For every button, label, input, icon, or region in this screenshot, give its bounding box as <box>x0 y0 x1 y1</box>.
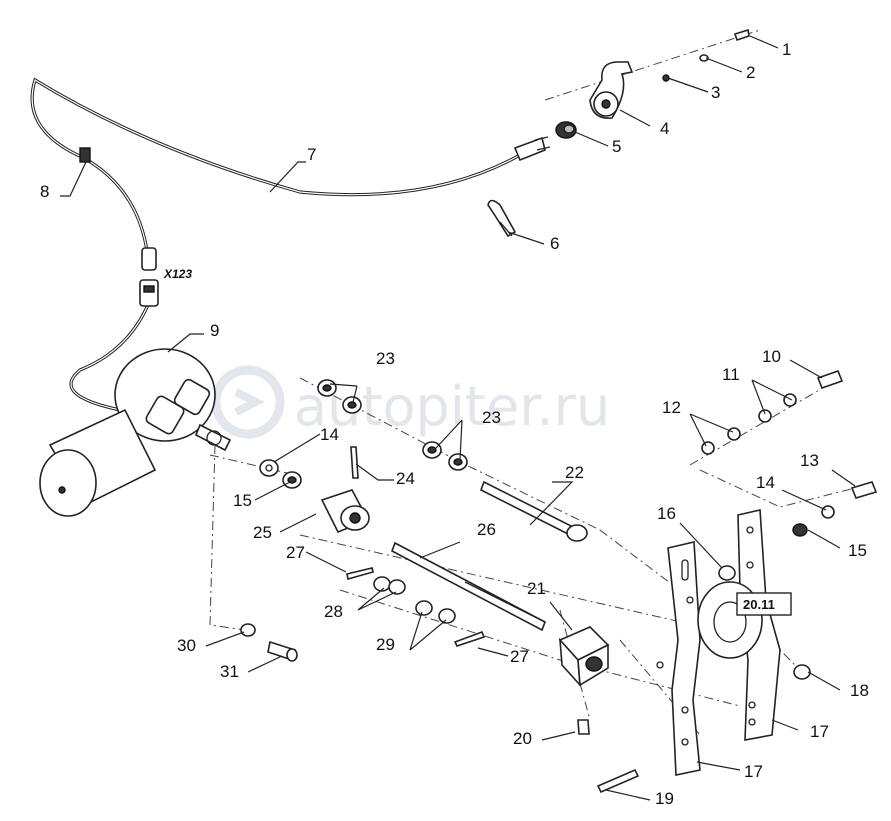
mounting-brackets: 20.11 <box>656 509 792 776</box>
connector-x123-label: X123 <box>163 267 192 281</box>
callout-3: 3 <box>711 83 720 102</box>
wiring-harness: X123 <box>30 77 551 412</box>
callout-13: 13 <box>800 451 819 470</box>
hardware-small-parts <box>240 369 878 794</box>
callout-15-left: 15 <box>233 491 252 510</box>
callout-24: 24 <box>396 469 415 488</box>
callout-2: 2 <box>746 63 755 82</box>
callout-5: 5 <box>612 137 621 156</box>
callout-8: 8 <box>40 182 49 201</box>
callout-18: 18 <box>850 681 869 700</box>
leader-lines <box>60 35 856 801</box>
watermark: autopiter.ru <box>211 365 610 439</box>
reference-box-label: 20.11 <box>743 597 775 612</box>
callout-17-upper: 17 <box>810 722 829 741</box>
callout-25: 25 <box>253 523 272 542</box>
callout-28: 28 <box>324 602 343 621</box>
callout-20: 20 <box>513 729 532 748</box>
callout-14-left: 14 <box>320 425 339 444</box>
callout-23-upper: 23 <box>376 349 395 368</box>
callout-26: 26 <box>477 520 496 539</box>
callout-31: 31 <box>220 662 239 681</box>
callout-17-lower: 17 <box>744 762 763 781</box>
callout-27-lower: 27 <box>510 647 529 666</box>
callout-labels: 1 2 3 4 5 6 7 8 9 10 11 12 13 14 14 15 1… <box>40 40 869 808</box>
callout-6: 6 <box>550 234 559 253</box>
callout-19: 19 <box>655 789 674 808</box>
callout-30: 30 <box>177 636 196 655</box>
callout-29: 29 <box>376 635 395 654</box>
pivot-block <box>558 626 610 688</box>
callout-16: 16 <box>657 504 676 523</box>
threaded-rods <box>391 480 588 632</box>
callout-12: 12 <box>662 398 681 417</box>
callout-10: 10 <box>762 347 781 366</box>
callout-4: 4 <box>660 119 669 138</box>
callout-27-upper: 27 <box>286 543 305 562</box>
callout-23-lower: 23 <box>482 408 501 427</box>
callout-21: 21 <box>527 579 546 598</box>
switch-assembly <box>487 28 750 238</box>
callout-15-right: 15 <box>848 541 867 560</box>
callout-1: 1 <box>782 40 791 59</box>
callout-22: 22 <box>565 463 584 482</box>
wiper-motor <box>39 348 232 517</box>
reference-box <box>736 592 792 616</box>
callout-11: 11 <box>722 365 740 384</box>
callout-14-right: 14 <box>756 473 775 492</box>
callout-7: 7 <box>307 145 316 164</box>
callout-9: 9 <box>210 321 219 340</box>
